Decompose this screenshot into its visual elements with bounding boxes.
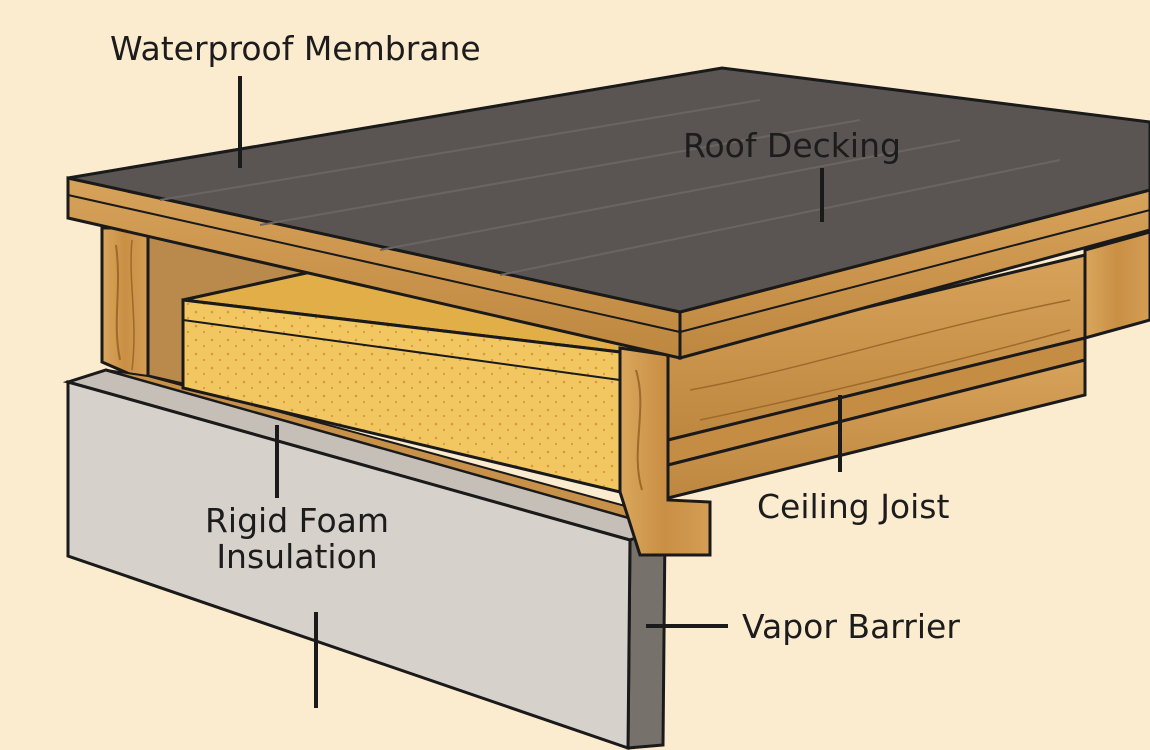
vapor-barrier-label: Vapor Barrier — [742, 607, 960, 646]
rigid-foam-label-line1: Rigid Foam — [205, 501, 389, 540]
waterproof-membrane-label: Waterproof Membrane — [110, 29, 481, 68]
roof-decking-label: Roof Decking — [683, 126, 901, 165]
vapor-barrier-board — [62, 368, 671, 750]
membrane-top — [67, 66, 1150, 314]
leader-lines — [238, 76, 842, 708]
right-rear-beam — [1083, 230, 1150, 340]
rigid-foam-label-line2: Insulation — [216, 537, 377, 576]
ceiling-joist-beam — [666, 253, 1087, 500]
ceiling-joist-label: Ceiling Joist — [757, 487, 949, 526]
decking-edge — [66, 176, 1150, 360]
left-post — [100, 226, 150, 385]
